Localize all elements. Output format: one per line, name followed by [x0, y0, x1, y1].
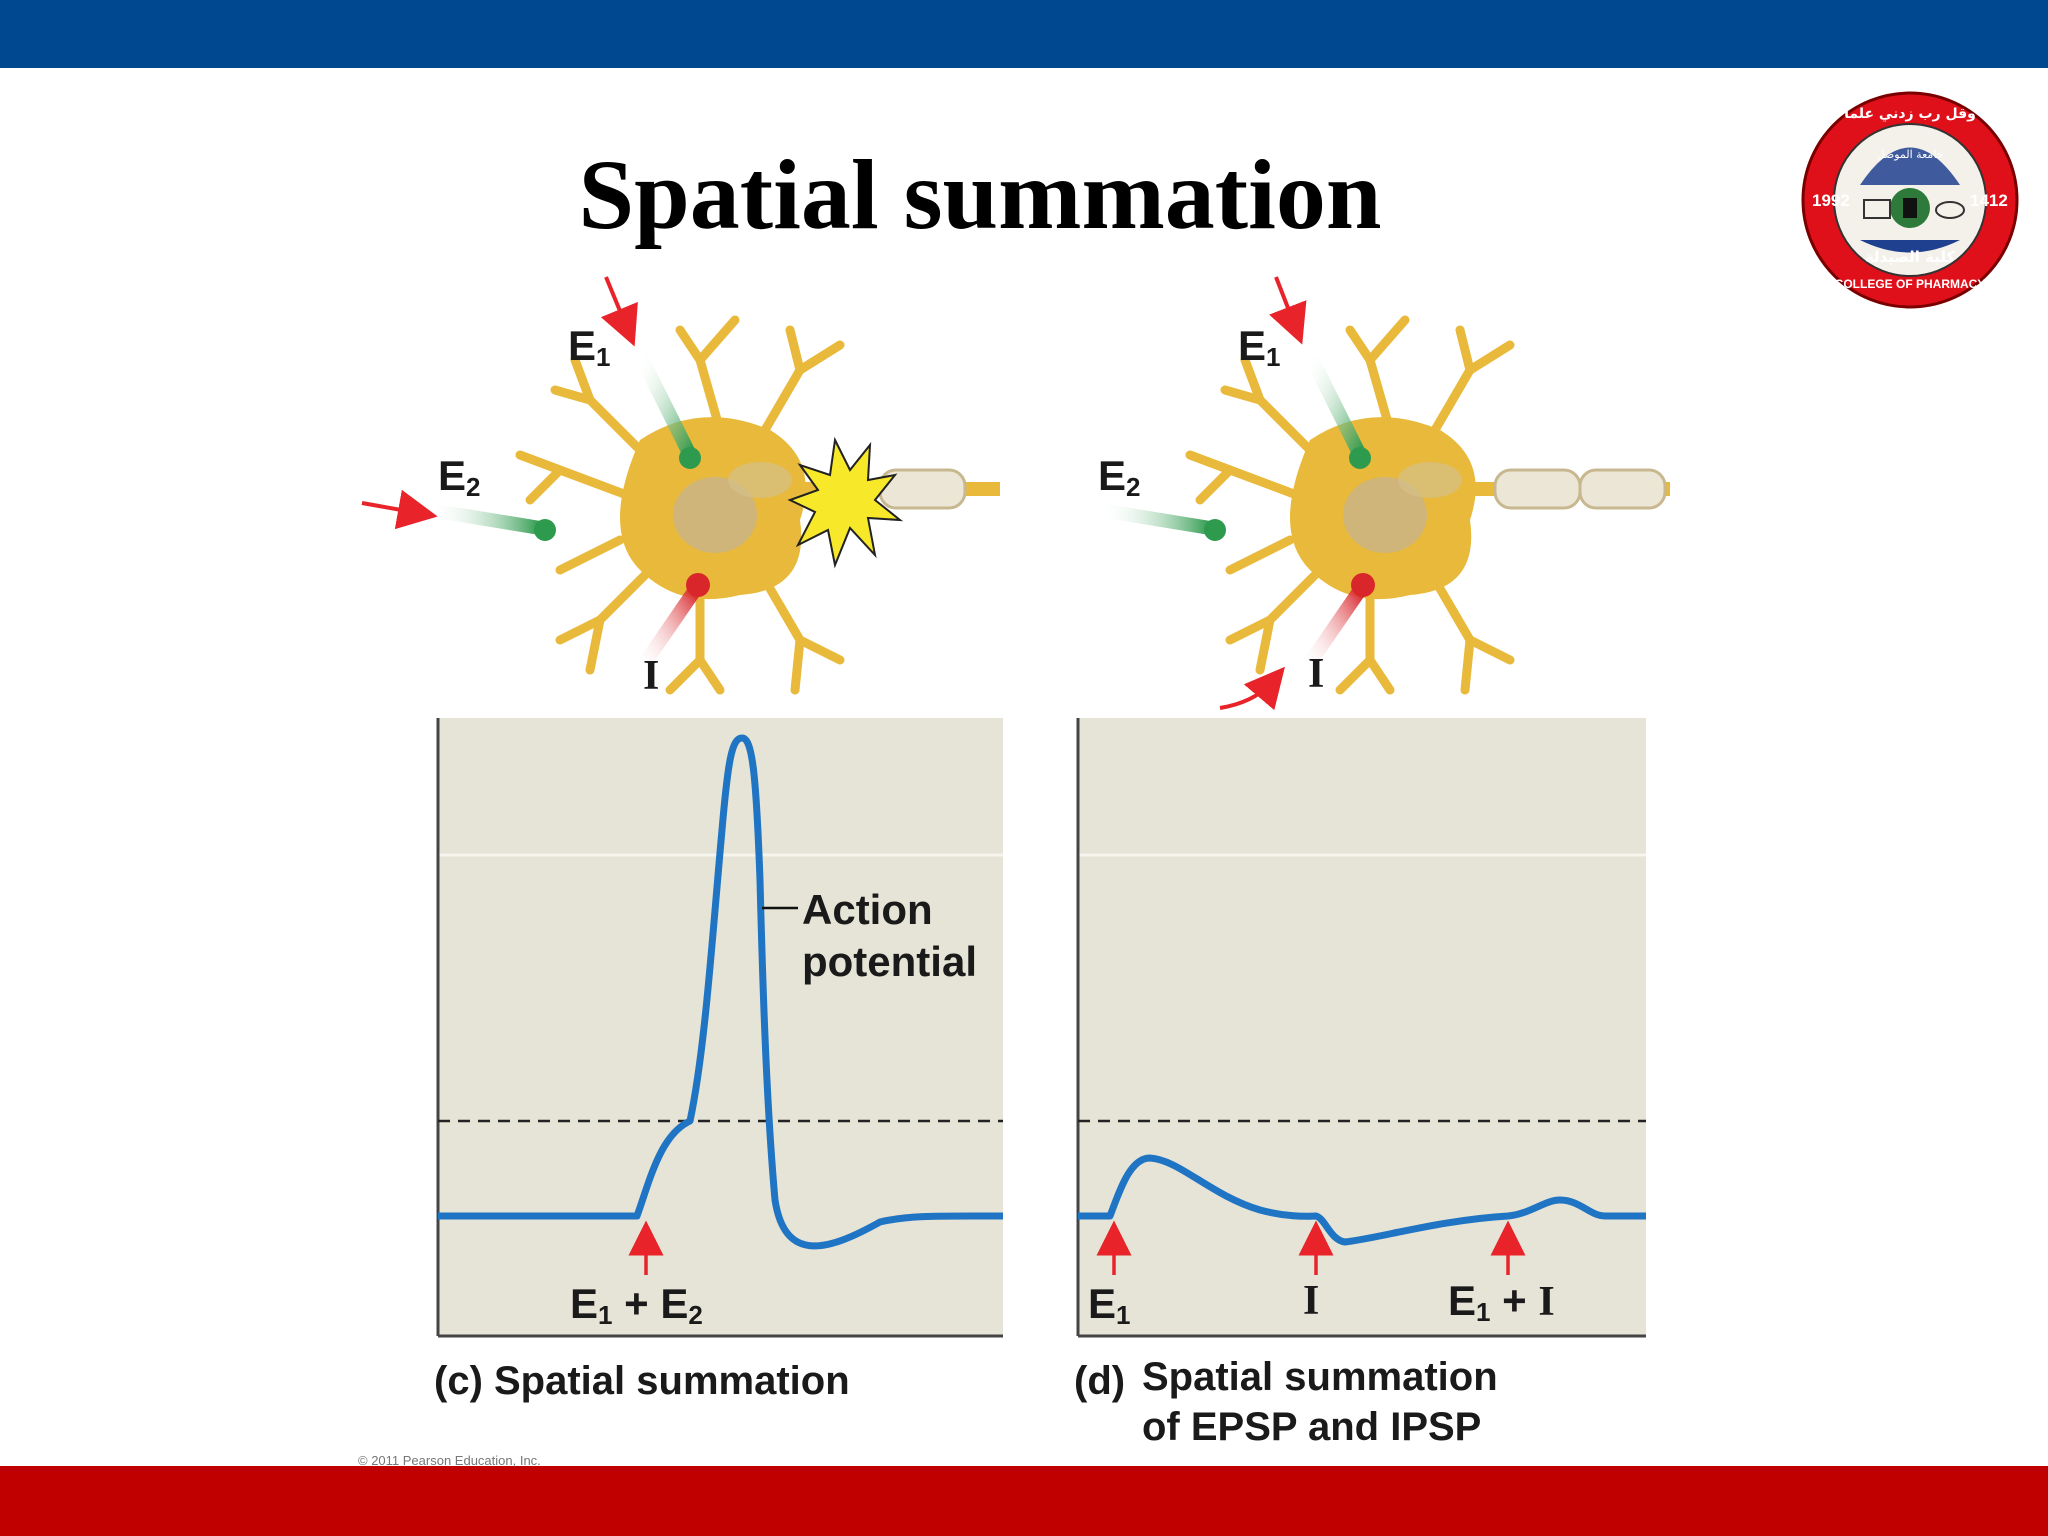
label-c-i: I: [643, 653, 660, 699]
trace-c: [438, 734, 1004, 1250]
label-d-i: I: [1308, 651, 1325, 697]
neuron-d: [1093, 276, 1670, 711]
action-potential-label: Action potential: [802, 886, 977, 985]
logo-arabic-university: جامعة الموصل: [1877, 148, 1944, 161]
caption-c: (c) Spatial summation: [434, 1359, 850, 1403]
copyright-notice: © 2011 Pearson Education, Inc.: [358, 1453, 541, 1468]
flash-icon: [787, 436, 904, 569]
label-c-e2: E2: [438, 452, 481, 502]
caption-d-prefix: (d): [1074, 1359, 1126, 1403]
bottom-banner: [0, 1466, 2048, 1536]
label-d-e2: E2: [1098, 452, 1141, 502]
label-d-e1: E1: [1238, 322, 1281, 372]
slide-title: Spatial summation: [578, 139, 1382, 250]
logo-year-right: 1412: [1970, 191, 2008, 210]
stimulus-label-d-i: I: [1303, 1278, 1320, 1324]
logo-arabic-college: كلية الصيدلة: [1865, 248, 1956, 266]
logo-english-text: COLLEGE OF PHARMACY: [1835, 277, 1986, 291]
stimulus-label-d-e1i: E1 + I: [1448, 1277, 1555, 1327]
plot-d: [1076, 718, 1646, 1338]
logo-arabic-top: وقل رب زدني علما: [1844, 106, 1976, 122]
college-logo: 1992 1412 وقل رب زدني علما جامعة الموصل …: [1801, 91, 2019, 309]
logo-year-left: 1992: [1812, 191, 1850, 210]
stimulus-label-d-e1: E1: [1088, 1280, 1131, 1330]
caption-d: Spatial summation of EPSP and IPSP: [1142, 1355, 1498, 1449]
top-banner: [0, 0, 2048, 68]
neuron-c: [361, 276, 1000, 695]
stimulus-label-c: E1 + E2: [570, 1280, 703, 1330]
plot-c: [436, 718, 1004, 1338]
label-c-e1: E1: [568, 322, 611, 372]
